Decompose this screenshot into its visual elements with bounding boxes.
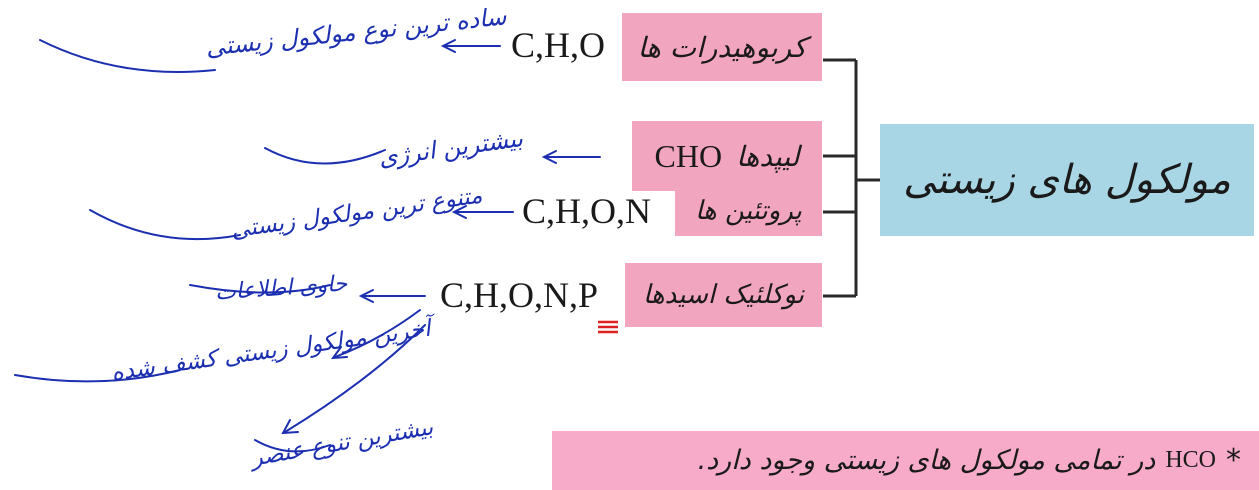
branch-label: لیپدها	[736, 139, 800, 173]
formula-proteins: C,H,O,N	[522, 191, 652, 231]
branch-proteins: پروتئین ها	[675, 186, 822, 236]
branch-carbohydrates: کربوهیدرات ها	[622, 13, 822, 81]
red-mark-icon	[598, 320, 618, 334]
branch-label: کربوهیدرات ها	[637, 30, 807, 64]
branch-label: نوکلئیک اسیدها	[643, 280, 805, 310]
formula-nucleic-acids: C,H,O,N,P	[440, 275, 599, 315]
root-label: مولکول های زیستی	[903, 157, 1231, 203]
root-node: مولکول های زیستی	[880, 124, 1254, 236]
formula-lipids: CHO	[654, 137, 723, 174]
formula-carbohydrates: C,H,O	[511, 25, 606, 65]
note-star: *	[1226, 443, 1241, 478]
note-banner: * HCO در تمامی مولکول های زیستی وجود دار…	[552, 431, 1259, 490]
branch-lipids: لیپدها CHO	[632, 121, 822, 191]
note-text: در تمامی مولکول های زیستی وجود دارد.	[697, 445, 1156, 476]
note-formula: HCO	[1165, 447, 1216, 473]
branch-label: پروتئین ها	[695, 196, 802, 226]
branch-nucleic-acids: نوکلئیک اسیدها	[625, 263, 822, 327]
